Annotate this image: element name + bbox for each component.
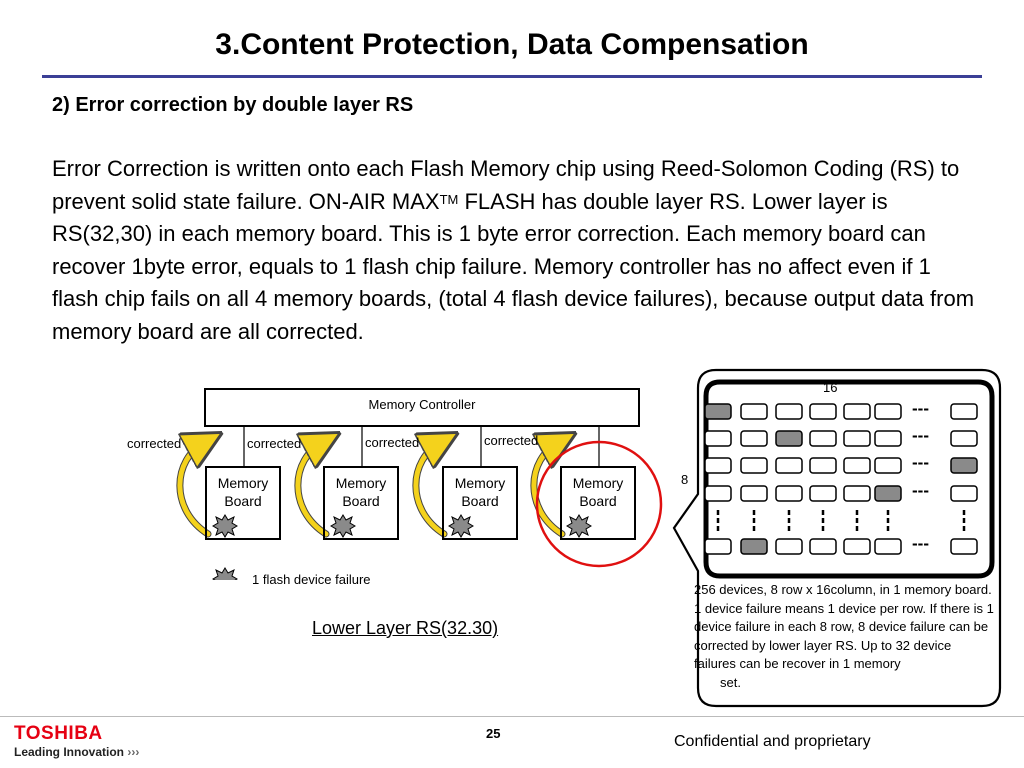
diagram-caption: Lower Layer RS(32.30) [312,618,499,638]
title-divider [42,75,982,78]
failed-device-cell [704,403,732,420]
device-cell [704,538,732,555]
failed-device-cell [874,485,902,502]
device-cell [843,485,871,502]
corrected-label: corrected [127,436,182,451]
failure-chip-icon [330,514,356,538]
memory-board-label-line1: Memory [454,475,506,491]
grid-panel-note-end: set. [720,674,741,690]
device-cell [740,430,768,447]
device-cell [809,457,837,474]
correction-arrow-fill [531,442,562,537]
device-cell [809,403,837,420]
confidential-notice: Confidential and proprietary [674,733,871,750]
device-cell [775,485,803,502]
device-cell [809,485,837,502]
legend-failure-icon [212,567,238,580]
slide-subtitle: 2) Error correction by double layer RS [52,94,414,116]
device-cell [950,538,978,555]
failure-chip-icon [566,514,592,538]
device-cell [874,538,902,555]
memory-board-label-line2: Board [224,493,262,509]
device-cell [843,430,871,447]
correction-arrow-fill [295,442,326,537]
device-cell [704,457,732,474]
memory-board-label-line1: Memory [572,475,624,491]
trademark-sup: TM [439,191,459,207]
memory-controller-label: Memory Controller [368,397,476,412]
device-grid-cells: --- --- --- --- --- [704,399,978,555]
row-ellipsis: --- [912,453,929,472]
device-cell [775,457,803,474]
row-ellipsis: --- [912,399,929,418]
board-diagram [176,388,663,580]
corrected-label: corrected [365,435,420,450]
device-cell [740,485,768,502]
corrected-label: corrected [247,436,302,451]
row-ellipsis: --- [912,426,929,445]
device-cell [775,403,803,420]
legend-label: 1 flash device failure [252,572,371,587]
device-cell [874,457,902,474]
row-ellipsis: --- [912,534,929,553]
body-paragraph: Error Correction is written onto each Fl… [52,153,982,349]
tagline-arrows-icon: ››› [127,745,140,759]
memory-board-1: Memory Board [205,466,281,540]
toshiba-logo: TOSHIBA [14,723,103,744]
columns-count-label: 16 [823,380,838,395]
device-cell [740,403,768,420]
memory-controller-box [204,388,640,427]
logo-tagline: Leading Innovation ››› [14,745,139,759]
failure-chip-icon [448,514,474,538]
memory-board-4: Memory Board [560,466,636,540]
device-cell [843,457,871,474]
failed-device-cell [950,457,978,474]
row-ellipsis: --- [912,481,929,500]
correction-arrow-fill [413,442,444,537]
failed-device-cell [775,430,803,447]
grid-panel-note: 256 devices, 8 row x 16column, in 1 memo… [694,581,994,693]
device-cell [950,403,978,420]
body-text-part1: Error Correction is written onto each Fl… [52,156,960,214]
tagline-text: Leading Innovation [14,745,124,759]
device-cell [874,403,902,420]
slide-title: 3.Content Protection, Data Compensation [215,28,809,61]
device-cell [704,485,732,502]
device-cell [809,430,837,447]
memory-board-label-line2: Board [342,493,380,509]
device-cell [809,538,837,555]
body-text-part2: FLASH has double layer RS. Lower layer i… [52,188,975,344]
rows-count-label: 8 [681,472,689,487]
failed-device-cell [740,538,768,555]
memory-board-2: Memory Board [323,466,399,540]
device-cell [843,538,871,555]
device-cell [704,430,732,447]
device-cell [775,538,803,555]
memory-board-label-line1: Memory [335,475,387,491]
memory-board-label-line2: Board [579,493,617,509]
page-number: 25 [486,726,501,741]
device-cell [950,430,978,447]
device-cell [874,430,902,447]
device-grid-panel: --- --- --- --- --- [672,368,1002,708]
device-cell [843,403,871,420]
device-cell [950,485,978,502]
failure-highlight-circle [535,440,663,568]
grid-panel-note-text: 256 devices, 8 row x 16column, in 1 memo… [694,582,994,672]
memory-board-3: Memory Board [442,466,518,540]
failure-chip-icon [212,514,238,538]
correction-arrow-fill [177,442,208,537]
footer-divider [0,716,1024,717]
memory-board-label-line1: Memory [217,475,269,491]
memory-board-label-line2: Board [461,493,499,509]
device-cell [740,457,768,474]
corrected-label: corrected [484,433,539,448]
